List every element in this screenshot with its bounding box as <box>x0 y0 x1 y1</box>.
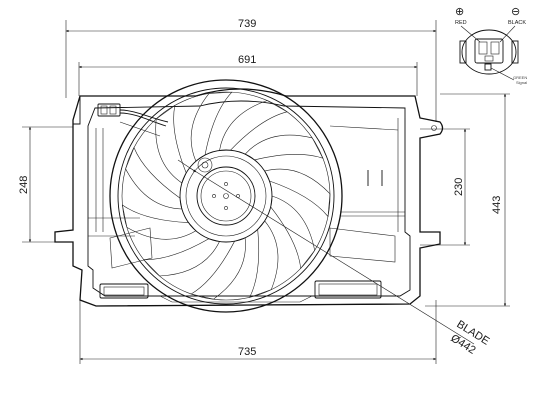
dim-bottom-width-label: 735 <box>238 346 256 358</box>
fan-blade <box>249 220 279 298</box>
fan-blade <box>190 237 246 300</box>
positive-symbol: ⊕ <box>455 6 464 18</box>
signal-wire-label: GREEN <box>513 75 527 80</box>
dimension-inner-height: 230 <box>420 128 470 246</box>
dim-inner-height-label: 230 <box>453 178 465 196</box>
dimension-left-height: 248 <box>18 126 73 243</box>
dim-overall-height-label: 443 <box>491 196 503 214</box>
connector-pinout-detail: ⊕ ⊖ RED BLACK GREEN Signal <box>455 6 527 85</box>
negative-symbol: ⊖ <box>511 6 520 18</box>
fan-blade <box>264 168 331 218</box>
positive-wire-label: RED <box>455 20 467 26</box>
dimension-overall-height: 443 <box>425 93 510 307</box>
dim-overall-width-label: 739 <box>238 18 256 30</box>
fan-blade <box>155 104 187 184</box>
fan-blade <box>244 134 324 161</box>
fan-blade <box>125 146 183 210</box>
fan-blade <box>190 91 233 162</box>
fan-hub <box>179 149 273 243</box>
fan-blade <box>121 204 197 240</box>
shroud-frame <box>54 88 444 307</box>
dim-shroud-width-label: 691 <box>238 54 256 66</box>
fan-blade <box>270 195 316 270</box>
dimension-shroud-width: 691 <box>78 54 418 96</box>
dim-left-height-label: 248 <box>18 176 30 194</box>
negative-wire-label: BLACK <box>508 20 526 26</box>
signal-wire-sublabel: Signal <box>516 80 527 85</box>
fan-blades <box>121 91 331 300</box>
dimension-bottom-width: 735 <box>79 300 437 364</box>
fan-blade <box>219 100 288 151</box>
fan-blade <box>142 238 220 277</box>
dimension-top-overall: 739 <box>65 18 437 122</box>
